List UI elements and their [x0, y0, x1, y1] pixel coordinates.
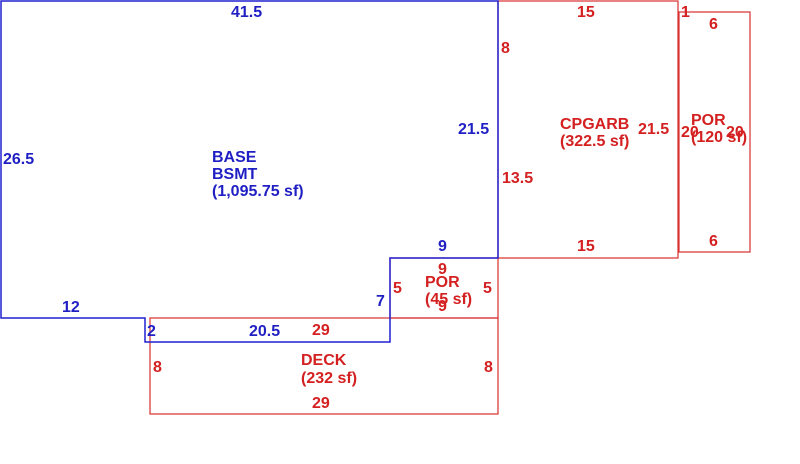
base-label-area: (1,095.75 sf)	[212, 183, 304, 200]
dim-base-step: 2	[147, 323, 156, 340]
garage-label-area: (322.5 sf)	[560, 133, 629, 150]
dim-garage-gap: 1	[681, 4, 690, 21]
dim-base-notch-side: 7	[376, 293, 385, 310]
porch-right-label-area: (120 sf)	[691, 129, 747, 146]
dim-base-right: 21.5	[458, 121, 489, 138]
dim-porch-right-top: 6	[709, 16, 718, 33]
dim-porch-small-bottom: 9	[438, 298, 447, 315]
dim-deck-left: 8	[153, 359, 162, 376]
dim-porch-small-left: 5	[393, 280, 402, 297]
dim-base-notch-top: 9	[438, 238, 447, 255]
base-label-line2: BSMT	[212, 166, 258, 183]
deck-outline	[149, 317, 499, 415]
dim-porch-right-bottom: 6	[709, 233, 718, 250]
dim-base-top: 41.5	[231, 4, 262, 21]
porch-right-outline	[678, 11, 751, 253]
dim-porch-right-right: 20	[726, 124, 744, 141]
dim-garage-right: 21.5	[638, 121, 669, 138]
porch-right-label-line1: POR	[691, 112, 726, 129]
dim-base-bottom-left: 12	[62, 299, 80, 316]
deck-label-area: (232 sf)	[301, 370, 357, 387]
deck-label-line1: DECK	[301, 352, 347, 369]
dim-deck-top: 29	[312, 322, 330, 339]
porch-small-label-area: (45 sf)	[425, 291, 472, 308]
dim-porch-small-right: 5	[483, 280, 492, 297]
base-label-line1: BASE	[212, 149, 257, 166]
dim-porch-small-top: 9	[438, 261, 447, 278]
additions-outlines	[149, 0, 751, 415]
dim-garage-top: 15	[577, 4, 595, 21]
dim-deck-right: 8	[484, 359, 493, 376]
dim-garage-top-small: 8	[501, 40, 510, 57]
dim-base-bottom-mid: 20.5	[249, 323, 280, 340]
base-outline	[0, 0, 499, 343]
dim-garage-bottom: 15	[577, 238, 595, 255]
garage-label-line1: CPGARB	[560, 116, 629, 133]
dim-deck-bottom: 29	[312, 395, 330, 412]
porch-small-label-line1: POR	[425, 274, 460, 291]
dim-garage-left: 13.5	[502, 170, 533, 187]
dim-porch-right-left: 20	[681, 124, 699, 141]
dim-base-left: 26.5	[3, 151, 34, 168]
